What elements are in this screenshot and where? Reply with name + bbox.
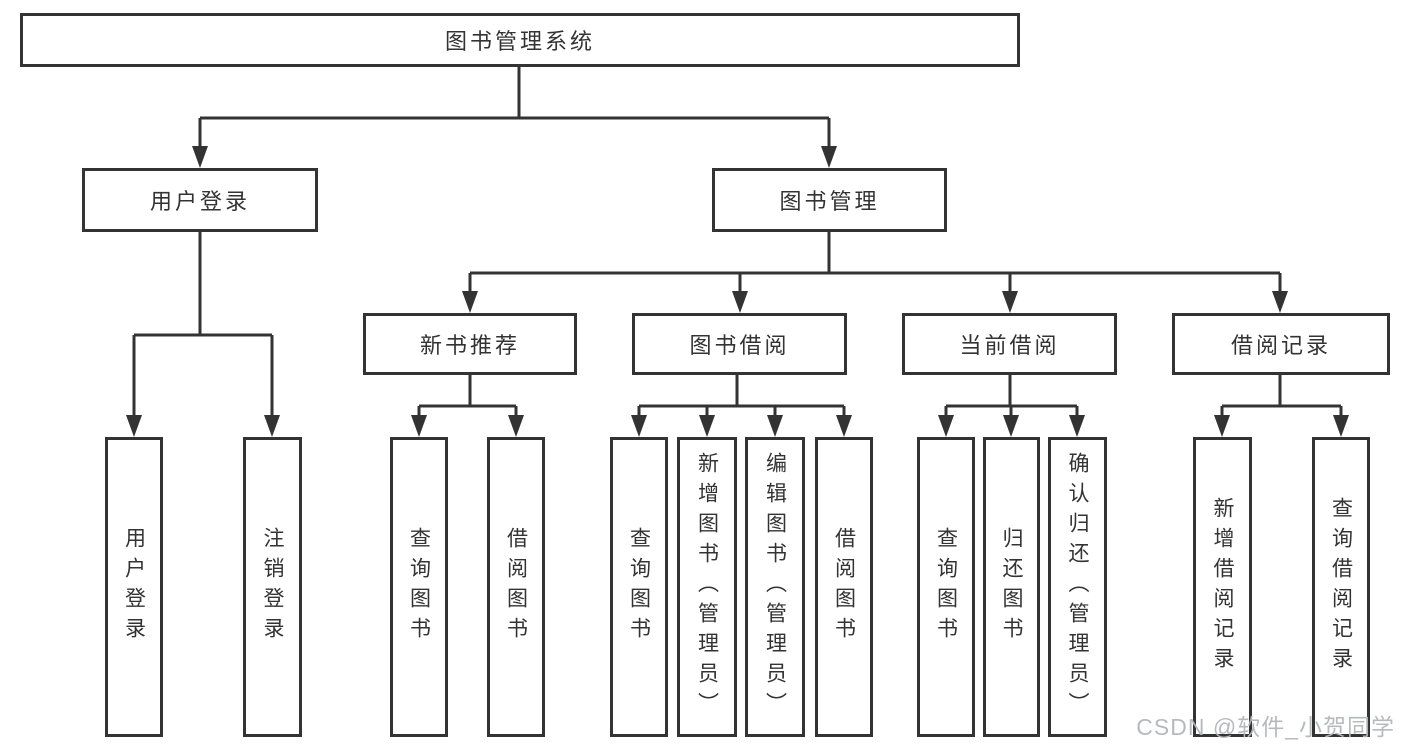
arrowheads [126,146,1349,437]
leaf-query-books-current: 查询图书 [917,437,975,737]
csdn-watermark: CSDN @软件_小贺同学 [1136,714,1395,740]
node-label: 图书管理系统 [444,29,595,54]
node-book-borrowing: 图书借阅 [632,313,847,375]
node-label: 新书推荐 [419,333,520,358]
node-label: 借阅图书 [832,527,856,647]
node-book-management: 图书管理 [712,168,947,232]
node-label: 归还图书 [1000,527,1023,647]
leaf-query-borrow-record: 查询借阅记录 [1312,437,1370,737]
node-user-login: 用户登录 [82,168,318,232]
node-label: 用户登录 [149,189,250,214]
node-label: 查询图书 [627,527,651,647]
leaf-add-borrow-record: 新增借阅记录 [1193,437,1252,737]
node-label: 图书借阅 [689,333,790,358]
node-current-borrowing: 当前借阅 [902,313,1117,375]
leaf-confirm-return-admin: 确认归还（管理员） [1048,437,1107,737]
leaf-query-books-borrowing: 查询图书 [610,437,668,737]
leaf-borrow-books-borrowing: 借阅图书 [815,437,873,737]
leaf-query-books-recommend: 查询图书 [390,437,448,737]
node-library-management-system: 图书管理系统 [20,13,1020,67]
node-label: 借阅记录 [1230,333,1331,358]
node-label: 注销登录 [261,527,284,647]
node-label: 图书管理 [779,189,880,214]
node-label: 用户登录 [122,527,146,647]
node-label: 当前借阅 [959,333,1060,358]
leaf-logout: 注销登录 [243,437,302,737]
node-borrowing-records: 借阅记录 [1172,313,1390,375]
node-label: 借阅图书 [504,527,528,647]
node-label: 编辑图书（管理员） [763,452,787,722]
leaf-edit-books-admin: 编辑图书（管理员） [745,437,805,737]
node-new-book-recommendation: 新书推荐 [363,313,577,375]
node-label: 新增图书（管理员） [695,452,719,722]
leaf-borrow-books-recommend: 借阅图书 [487,437,545,737]
leaf-add-books-admin: 新增图书（管理员） [677,437,737,737]
leaf-user-login: 用户登录 [105,437,163,737]
node-label: 查询图书 [934,527,958,647]
node-label: 确认归还（管理员） [1066,452,1089,722]
leaf-return-books: 归还图书 [983,437,1040,737]
node-label: 查询借阅记录 [1329,497,1353,677]
node-label: 新增借阅记录 [1211,497,1234,677]
node-label: 查询图书 [407,527,431,647]
